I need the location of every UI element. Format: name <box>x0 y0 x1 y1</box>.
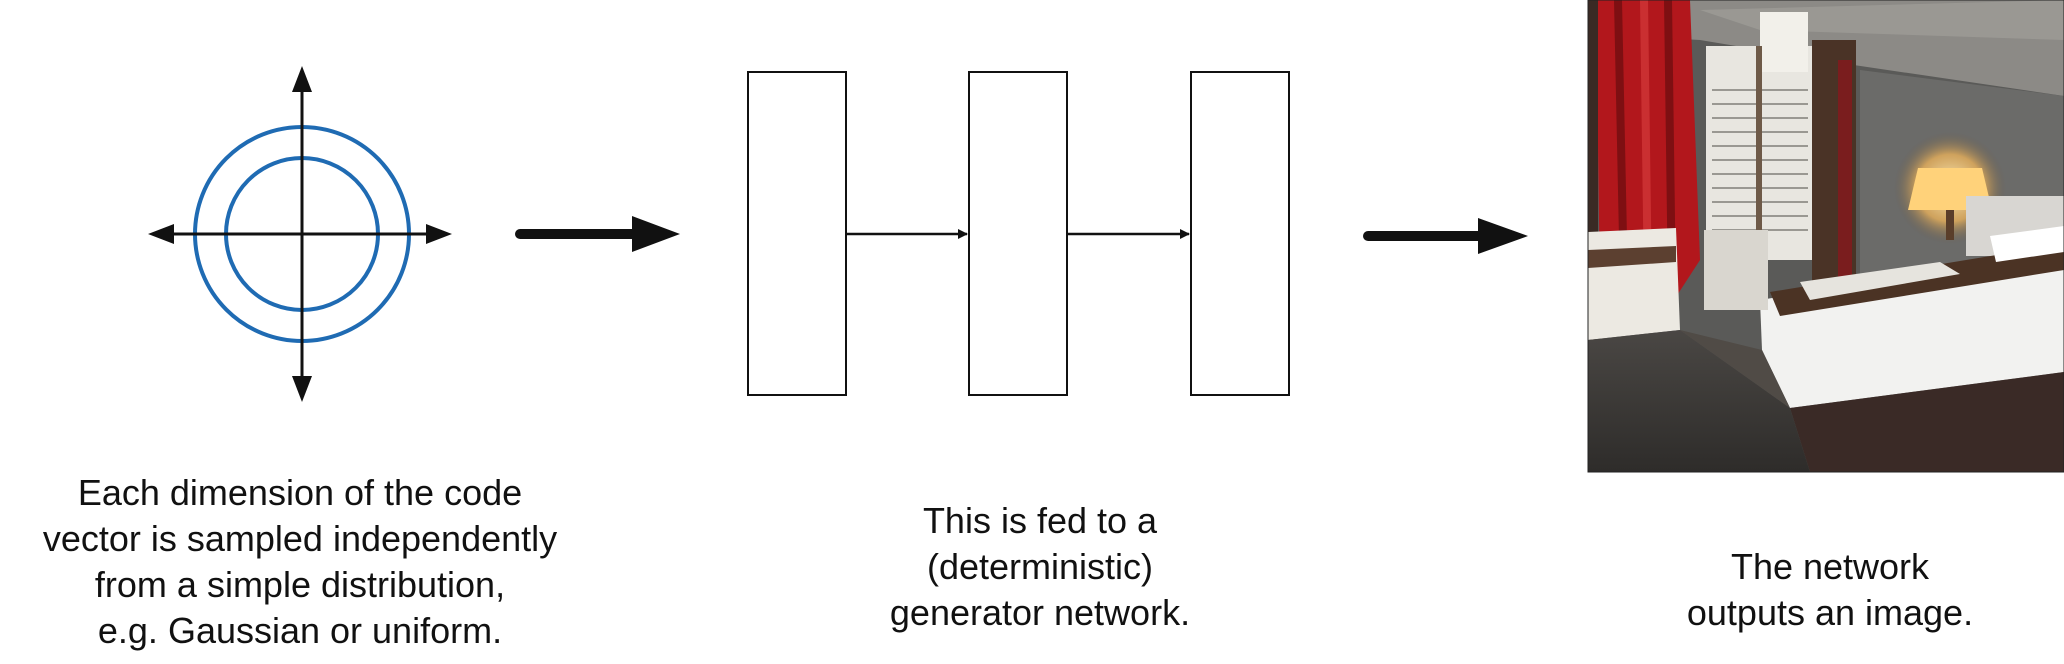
caption-line: The network <box>1730 546 1930 587</box>
caption-line: This is fed to a <box>922 500 1158 541</box>
axis-arrow-left-icon <box>148 224 174 244</box>
axis-arrow-right-icon <box>426 224 452 244</box>
caption-line: from a simple distribution, <box>94 564 506 605</box>
network-layer-2 <box>968 71 1068 396</box>
caption-line: Each dimension of the code <box>77 472 523 513</box>
network-layer-1 <box>747 71 847 396</box>
caption-output: The network outputs an image. <box>1620 544 2040 636</box>
axis-arrow-down-icon <box>292 376 312 402</box>
axis-arrow-up-icon <box>292 66 312 92</box>
caption-line: generator network. <box>889 592 1191 633</box>
caption-distribution: Each dimension of the code vector is sam… <box>0 470 600 654</box>
caption-line: (deterministic) <box>926 546 1154 587</box>
flow-arrow-to-image <box>1363 218 1528 254</box>
flow-arrow-to-network <box>515 216 680 252</box>
caption-generator: This is fed to a (deterministic) generat… <box>840 498 1240 636</box>
caption-line: e.g. Gaussian or uniform. <box>97 610 503 651</box>
distribution-icon <box>148 66 452 402</box>
caption-line: vector is sampled independently <box>42 518 558 559</box>
generator-network <box>747 71 1290 396</box>
caption-line: outputs an image. <box>1686 592 1974 633</box>
network-layer-3 <box>1190 71 1290 396</box>
generated-bedroom-image <box>1587 0 2064 473</box>
